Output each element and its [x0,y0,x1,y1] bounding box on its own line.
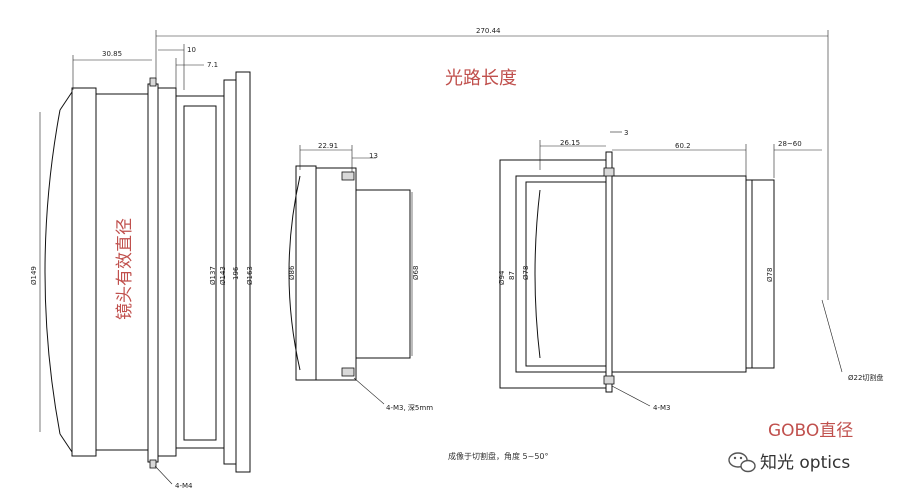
middle-dim-13: 13 [369,152,378,160]
right-dim-60-2: 60.2 [675,142,691,150]
watermark: 知光 optics [728,452,850,473]
middle-dia-68: Ø68 [412,266,420,280]
right-dia-78-b: Ø78 [766,268,774,282]
lens-dim-7-1: 7.1 [207,61,218,69]
right-dia-94: Ø94 [498,270,506,285]
right-dia-87: 87 [508,271,516,280]
right-dia-78-a: Ø78 [522,266,530,280]
lens-dia-149: Ø149 [30,266,38,285]
right-thread-label: 4-M3 [653,404,670,412]
watermark-text: 知光 optics [760,453,850,473]
overall-dimension: 270.44 [155,27,829,300]
gobo-diameter-label: GOBO直径 [768,421,853,441]
lens-dia-196: 196 [232,266,240,280]
middle-assembly: 22.91 13 Ø86 Ø68 4-M3, 深5mm [288,142,433,412]
right-dim-28-60: 28~60 [778,140,802,148]
lens-dim-10: 10 [187,46,196,54]
right-dim-3: 3 [624,129,628,137]
wechat-icon [728,452,756,473]
middle-dia-86: Ø86 [288,265,296,280]
bottom-note: 成像于切割盘，角度 5~50° [448,451,549,461]
lens-assembly: 30.85 10 7.1 Ø149 Ø137 Ø143 196 Ø163 4 [30,44,254,490]
optical-path-title: 光路长度 [445,68,517,89]
lens-thread-label: 4-M4 [175,482,193,490]
middle-thread-label: 4-M3, 深5mm [386,403,433,412]
lens-dim-30-85: 30.85 [102,50,122,58]
right-dim-26-15: 26.15 [560,139,580,147]
lens-dia-143: Ø143 [219,266,227,285]
lens-dia-163: Ø163 [246,266,254,285]
right-assembly: 26.15 3 60.2 28~60 Ø94 87 Ø78 Ø78 4-M3 Ø… [498,129,883,412]
lens-aperture-label: 镜头有效直径 [115,218,135,320]
lens-dia-137: Ø137 [209,266,217,285]
cut-plate-label: Ø22切割盘 [848,373,883,382]
overall-length-label: 270.44 [476,27,501,35]
middle-dim-22-91: 22.91 [318,142,338,150]
